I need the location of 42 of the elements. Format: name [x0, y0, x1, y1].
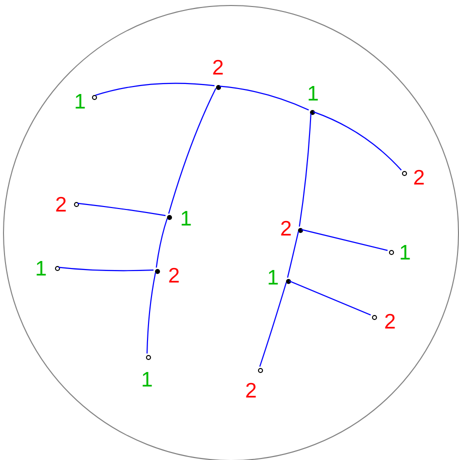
point-number: 2 — [245, 380, 257, 402]
junction-dot — [154, 268, 160, 274]
junction-dot — [166, 214, 172, 220]
endpoint-circle — [402, 170, 406, 176]
point-number: 2 — [168, 266, 180, 286]
curve-line — [259, 282, 287, 367]
point-number: 2 — [55, 194, 67, 216]
curve-line — [168, 88, 216, 214]
curve-line — [289, 280, 371, 316]
curve-line — [219, 86, 309, 110]
junction-dot — [310, 110, 314, 114]
curve-line — [298, 113, 312, 227]
curve-line — [287, 231, 299, 278]
point-number: 2 — [212, 58, 224, 78]
point-number: 1 — [141, 370, 153, 390]
boundary-circle — [3, 5, 459, 460]
point-number: 1 — [307, 84, 319, 104]
endpoint-circle — [388, 250, 394, 254]
curve-line — [156, 218, 168, 268]
curve-line — [146, 272, 156, 354]
endpoint-circle — [258, 368, 262, 372]
endpoint-circle — [92, 94, 96, 100]
point-number: 1 — [267, 268, 279, 288]
point-number: 1 — [180, 208, 192, 230]
curve-line — [95, 82, 215, 96]
point-number: 2 — [384, 312, 396, 332]
junction-dot — [286, 278, 290, 284]
point-number: 1 — [35, 258, 47, 280]
junction-dot — [216, 84, 220, 90]
point-number: 2 — [413, 168, 425, 188]
endpoint-circle — [74, 202, 78, 206]
curve-line — [313, 111, 402, 171]
point-number: 2 — [280, 218, 292, 240]
endpoint-circle — [372, 314, 376, 320]
curve-line — [58, 266, 154, 272]
curve-line — [77, 202, 166, 216]
endpoint-circle — [146, 354, 150, 360]
point-number: 1 — [74, 92, 86, 112]
point-number: 1 — [399, 242, 411, 264]
curve-line — [301, 229, 388, 251]
junction-dot — [298, 228, 302, 232]
endpoint-circle — [54, 266, 60, 270]
